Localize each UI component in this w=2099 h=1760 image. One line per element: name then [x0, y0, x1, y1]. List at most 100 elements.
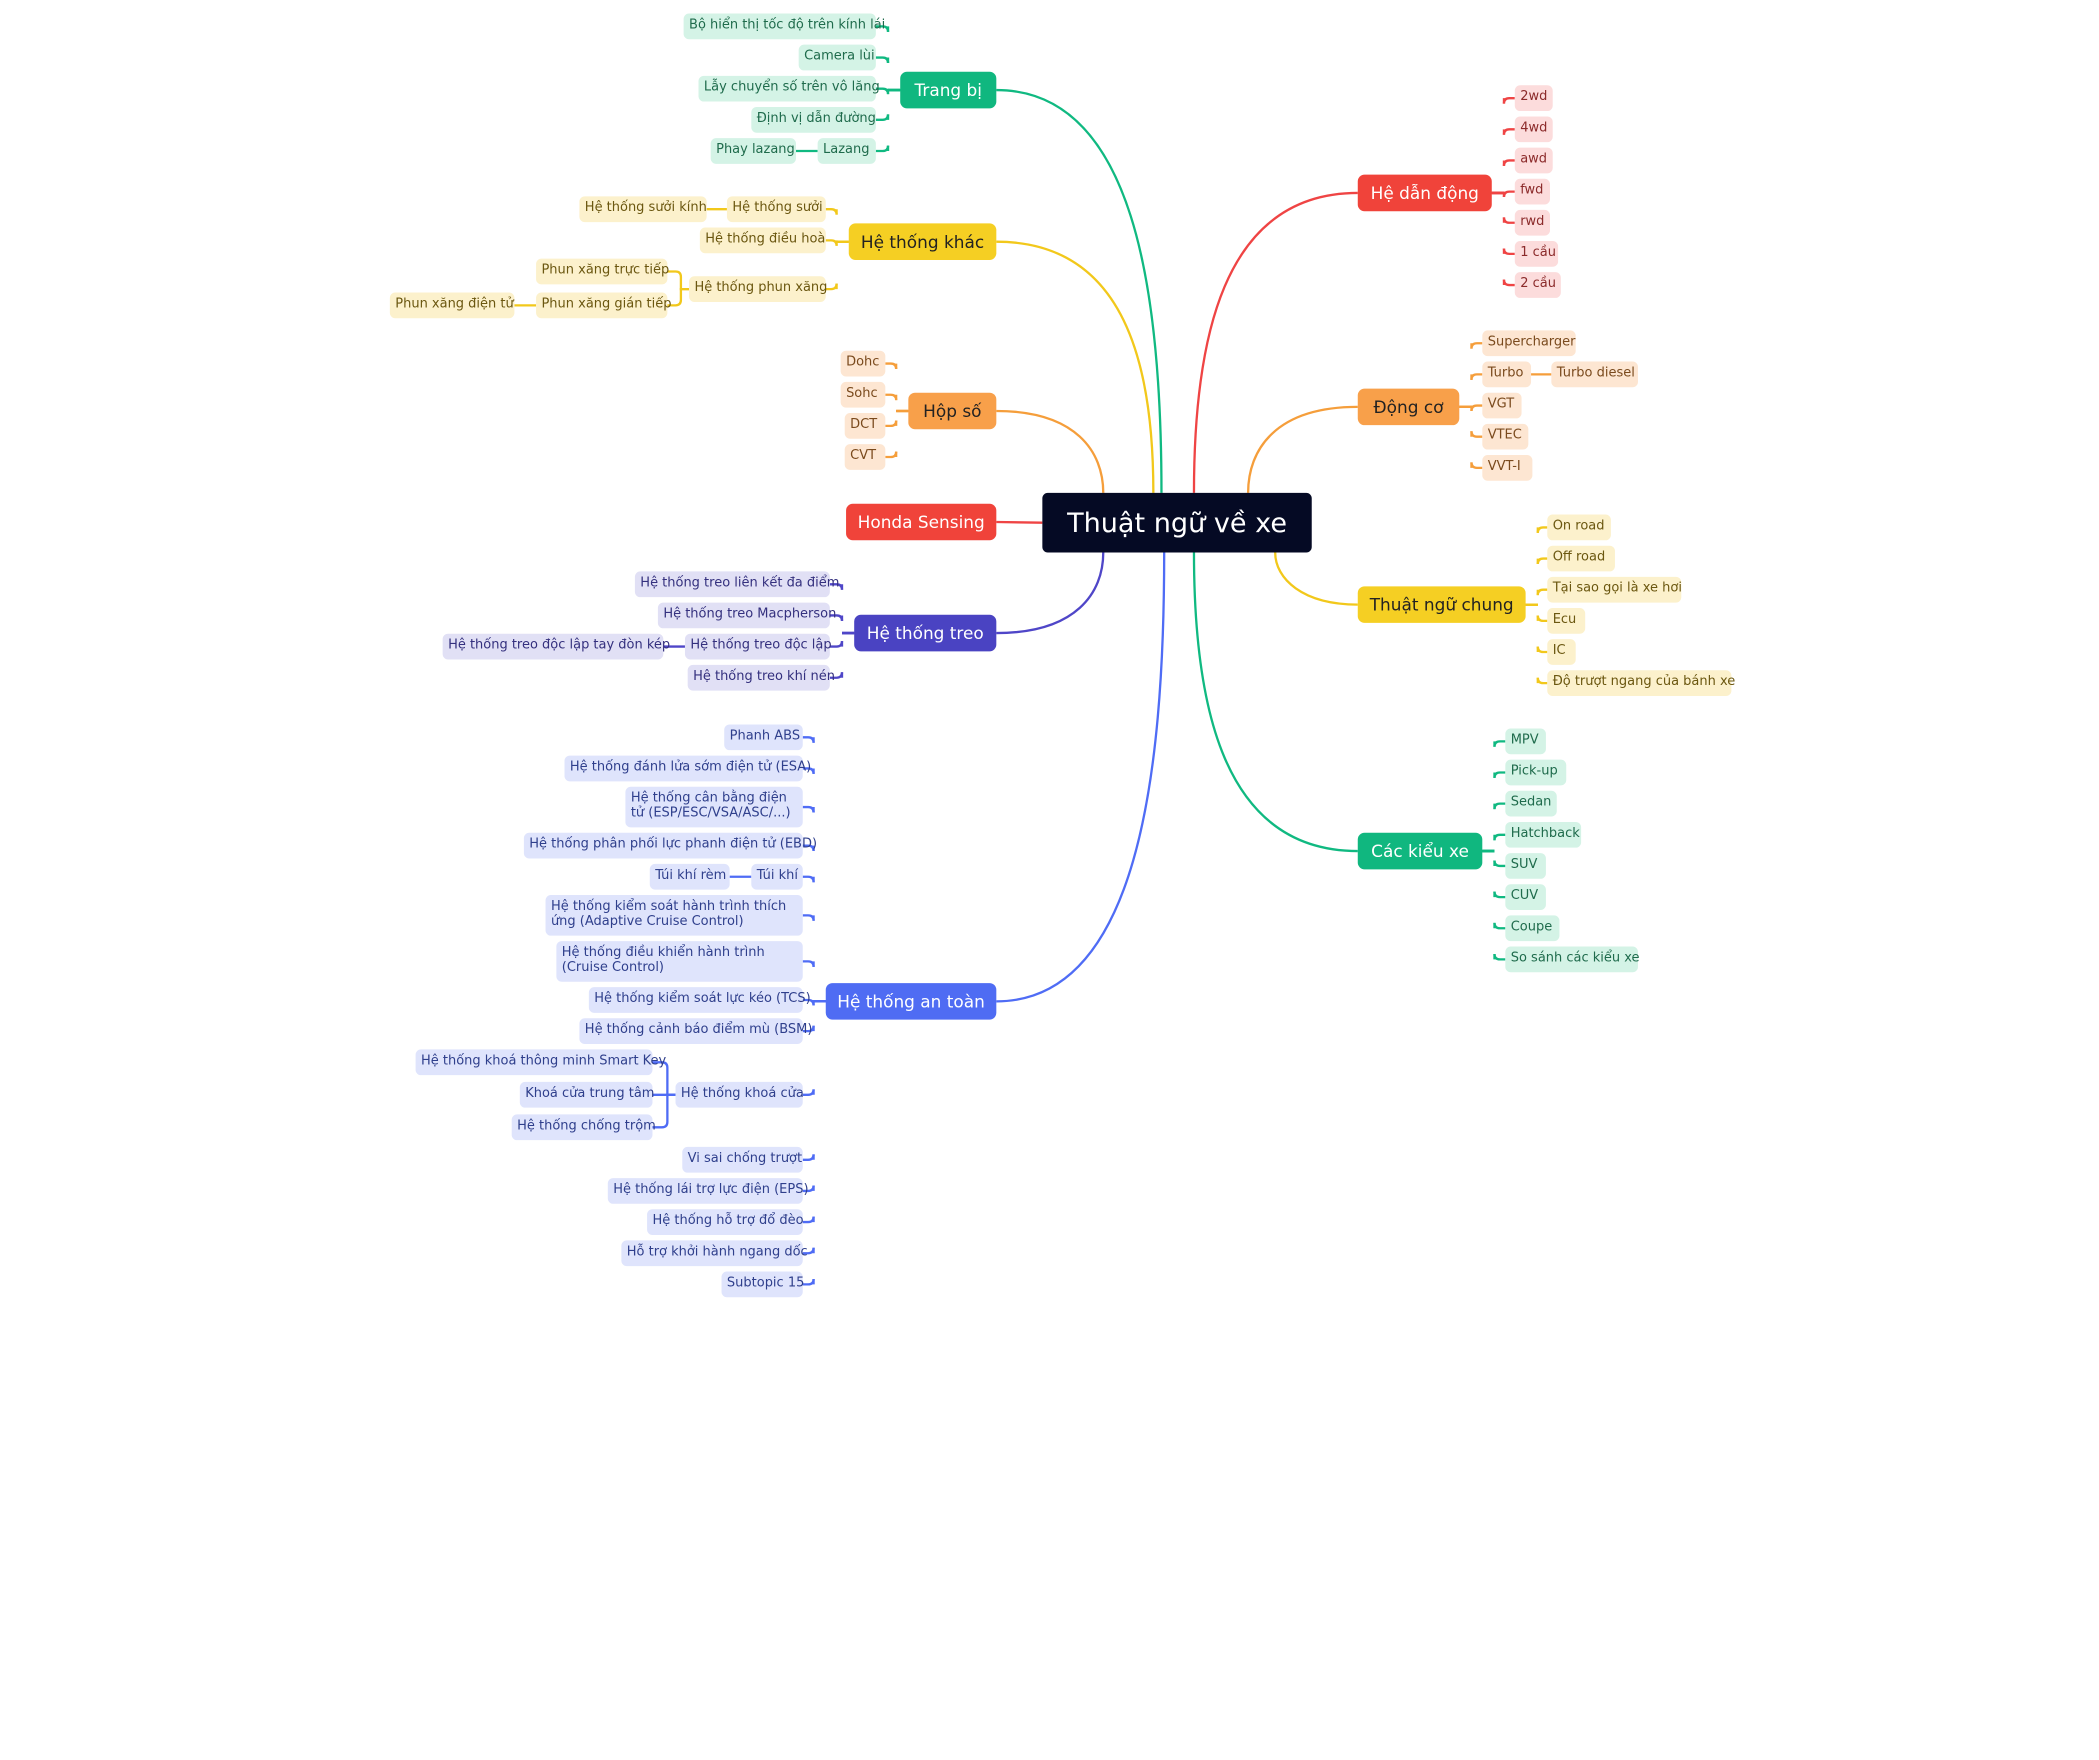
- topic-he-thong-suoi[interactable]: Hệ thống sưởi: [726, 196, 826, 223]
- topic-1-cau[interactable]: 1 cầu: [1514, 241, 1559, 267]
- topic-dct[interactable]: DCT: [844, 413, 886, 439]
- topic-ic[interactable]: IC: [1547, 639, 1576, 665]
- topic-tai-sao-goi-la-xe-hoi[interactable]: Tại sao gọi là xe hơi: [1547, 576, 1682, 603]
- connector-lazang: [886, 88, 901, 151]
- connector-he-thong-chong-trom: [652, 1093, 676, 1129]
- topic-subtopic-15[interactable]: Subtopic 15: [721, 1271, 804, 1298]
- topic-turbo-diesel[interactable]: Turbo diesel: [1551, 361, 1638, 388]
- topic-do-truot-ngang-cua-banh-xe[interactable]: Độ trượt ngang của bánh xe: [1547, 670, 1735, 697]
- connector-leaf-pick-up: [1493, 771, 1506, 778]
- connector-phanh-abs: [812, 737, 826, 1003]
- topic-he-thong-chong-trom[interactable]: Hệ thống chống trộm: [511, 1114, 656, 1141]
- topic-cuv[interactable]: CUV: [1505, 884, 1546, 910]
- topic-vvt-i[interactable]: VVT-I: [1482, 454, 1533, 481]
- connector-leaf-do-truot-ngang-cua-banh-xe: [1536, 677, 1548, 685]
- topic-so-sanh-cac-kieu-xe[interactable]: So sánh các kiểu xe: [1505, 946, 1640, 973]
- topic-4wd[interactable]: 4wd: [1514, 116, 1553, 143]
- topic-fwd[interactable]: fwd: [1514, 178, 1550, 205]
- topic-camera-lui-label: Camera lùi: [804, 48, 875, 64]
- topic-khoa-cua-trung-tam[interactable]: Khoá cửa trung tâm: [519, 1081, 654, 1108]
- topic-rwd[interactable]: rwd: [1514, 209, 1550, 236]
- topic-he-thong-treo-macpherson[interactable]: Hệ thống treo Macpherson: [657, 602, 836, 629]
- topic-lazang[interactable]: Lazang: [817, 138, 876, 164]
- branch-thuat-ngu-chung-label: Thuật ngữ chung: [1369, 593, 1514, 615]
- topic-turbo[interactable]: Turbo: [1482, 361, 1532, 388]
- topic-hatchback-label: Hatchback: [1510, 826, 1580, 842]
- topic-pick-up[interactable]: Pick-up: [1505, 759, 1567, 786]
- branch-honda-sensing[interactable]: Honda Sensing: [846, 503, 997, 541]
- topic-he-thong-treo-doc-lap-tay-don-kep[interactable]: Hệ thống treo độc lập tay đòn kép: [442, 633, 670, 660]
- topic-dinh-vi-dan-duong[interactable]: Định vị dẫn đường: [751, 106, 876, 133]
- topic-supercharger[interactable]: Supercharger: [1482, 330, 1576, 357]
- connector-he-thong-treo-macpherson: [840, 615, 855, 635]
- branch-he-dan-dong[interactable]: Hệ dẫn động: [1357, 174, 1492, 212]
- connector-leaf-he-thong-can-bang-dien-tu-esp-esc-vsa-asc: [802, 805, 815, 813]
- topic-lay-chuyen-so-tren-vo-lang[interactable]: Lẫy chuyển số trên vô lăng: [698, 75, 880, 102]
- topic-he-thong-treo-doc-lap[interactable]: Hệ thống treo độc lập: [684, 633, 832, 660]
- branch-he-thong-khac[interactable]: Hệ thống khác: [848, 223, 997, 260]
- topic-phun-xang-gian-tiep[interactable]: Phun xăng gián tiếp: [536, 292, 671, 319]
- topic-he-thong-dieu-hoa[interactable]: Hệ thống điều hoà: [699, 227, 826, 254]
- topic-hatchback[interactable]: Hatchback: [1505, 821, 1582, 848]
- branch-cac-kieu-xe[interactable]: Các kiểu xe: [1357, 832, 1483, 870]
- connector-tui-khi: [812, 876, 826, 1003]
- topic-suv[interactable]: SUV: [1505, 853, 1546, 879]
- topic-2-cau[interactable]: 2 cầu: [1514, 272, 1561, 298]
- connector-leaf-dct: [885, 420, 898, 428]
- topic-he-thong-kiem-soat-hanh-trinh-thich-ung-adaptive-cruise-control[interactable]: Hệ thống kiểm soát hành trình thích ứng …: [545, 895, 803, 936]
- branch-trang-bi[interactable]: Trang bị: [900, 71, 997, 109]
- topic-cvt[interactable]: CVT: [844, 444, 886, 470]
- topic-phun-xang-dien-tu[interactable]: Phun xăng điện tử: [389, 292, 515, 319]
- topic-he-thong-kiem-soat-luc-keo-tcs[interactable]: Hệ thống kiểm soát lực kéo (TCS): [588, 987, 811, 1013]
- connector-ic: [1525, 603, 1539, 652]
- connector-leaf-he-thong-danh-lua-som-dien-tu-esa: [802, 767, 815, 774]
- topic-awd[interactable]: awd: [1514, 147, 1553, 174]
- connector-leaf-vvt-i: [1470, 462, 1483, 469]
- topic-he-thong-dieu-khien-hanh-trinh-cruise-control[interactable]: Hệ thống điều khiển hành trình (Cruise C…: [556, 941, 803, 982]
- topic-sohc[interactable]: Sohc: [840, 381, 886, 408]
- branch-thuat-ngu-chung[interactable]: Thuật ngữ chung: [1357, 586, 1526, 623]
- topic-he-thong-danh-lua-som-dien-tu-esa[interactable]: Hệ thống đánh lửa sớm điện tử (ESA): [564, 755, 811, 782]
- topic-he-thong-dieu-khien-hanh-trinh-cruise-control-label: Hệ thống điều khiển hành trình (Cruise C…: [561, 945, 765, 975]
- topic-he-thong-phan-phoi-luc-phanh-dien-tu-ebd[interactable]: Hệ thống phân phối lực phanh điện tử (EB…: [523, 832, 817, 859]
- topic-he-thong-suoi-kinh[interactable]: Hệ thống sưởi kính: [579, 196, 707, 223]
- topic-he-thong-khoa-thong-minh-smart-key[interactable]: Hệ thống khoá thông minh Smart Key: [415, 1049, 666, 1076]
- topic-vtec[interactable]: VTEC: [1482, 423, 1529, 450]
- connector-so-sanh-cac-kieu-xe: [1482, 849, 1496, 960]
- topic-he-thong-can-bang-dien-tu-esp-esc-vsa-asc[interactable]: Hệ thống cân bằng điện tử (ESP/ESC/VSA/A…: [625, 786, 803, 828]
- branch-he-thong-an-toan[interactable]: Hệ thống an toàn: [825, 983, 997, 1020]
- topic-he-thong-treo-lien-ket-da-diem[interactable]: Hệ thống treo liên kết đa điểm: [634, 571, 839, 598]
- root-topic[interactable]: Thuật ngữ về xe: [1042, 492, 1312, 553]
- topic-he-thong-ho-tro-do-deo[interactable]: Hệ thống hỗ trợ đổ đèo: [647, 1209, 804, 1235]
- topic-vi-sai-chong-truot[interactable]: Vi sai chống trượt: [682, 1146, 803, 1173]
- topic-phun-xang-truc-tiep[interactable]: Phun xăng trực tiếp: [536, 258, 669, 285]
- topic-phanh-abs[interactable]: Phanh ABS: [724, 724, 803, 751]
- branch-he-thong-treo[interactable]: Hệ thống treo: [854, 614, 997, 652]
- branch-hop-so[interactable]: Hộp số: [908, 392, 997, 430]
- topic-2wd[interactable]: 2wd: [1514, 85, 1553, 112]
- topic-sedan[interactable]: Sedan: [1505, 790, 1557, 817]
- topic-ecu[interactable]: Ecu: [1547, 607, 1586, 634]
- topic-he-thong-canh-bao-diem-mu-bsm[interactable]: Hệ thống cảnh báo điểm mù (BSM): [579, 1018, 812, 1045]
- topic-he-thong-treo-khi-nen[interactable]: Hệ thống treo khí nén: [687, 664, 835, 691]
- topic-tui-khi-rem[interactable]: Túi khí rèm: [649, 863, 730, 890]
- topic-tui-khi[interactable]: Túi khí: [751, 863, 803, 890]
- topic-coupe[interactable]: Coupe: [1505, 915, 1560, 942]
- topic-he-thong-khoa-cua[interactable]: Hệ thống khoá cửa: [675, 1081, 804, 1108]
- branch-dong-co[interactable]: Động cơ: [1357, 388, 1460, 426]
- topic-off-road[interactable]: Off road: [1547, 545, 1615, 572]
- topic-mpv[interactable]: MPV: [1505, 728, 1546, 755]
- topic-he-thong-lai-tro-luc-dien-eps[interactable]: Hệ thống lái trợ lực điện (EPS): [607, 1178, 809, 1204]
- connector-leaf-ic: [1536, 646, 1548, 654]
- topic-2wd-label: 2wd: [1520, 89, 1548, 105]
- topic-phay-lazang[interactable]: Phay lazang: [710, 138, 796, 164]
- topic-bo-hien-thi-toc-do-tren-kinh-lai[interactable]: Bộ hiển thị tốc độ trên kính lái: [683, 13, 885, 40]
- topic-he-thong-phun-xang[interactable]: Hệ thống phun xăng: [689, 276, 827, 302]
- topic-bo-hien-thi-toc-do-tren-kinh-lai-label: Bộ hiển thị tốc độ trên kính lái: [689, 17, 886, 33]
- topic-on-road[interactable]: On road: [1547, 514, 1611, 541]
- topic-vgt[interactable]: VGT: [1482, 392, 1522, 419]
- topic-camera-lui[interactable]: Camera lùi: [798, 44, 876, 71]
- topic-dohc[interactable]: Dohc: [840, 350, 886, 377]
- topic-ho-tro-khoi-hanh-ngang-doc[interactable]: Hỗ trợ khởi hành ngang dốc: [621, 1240, 808, 1267]
